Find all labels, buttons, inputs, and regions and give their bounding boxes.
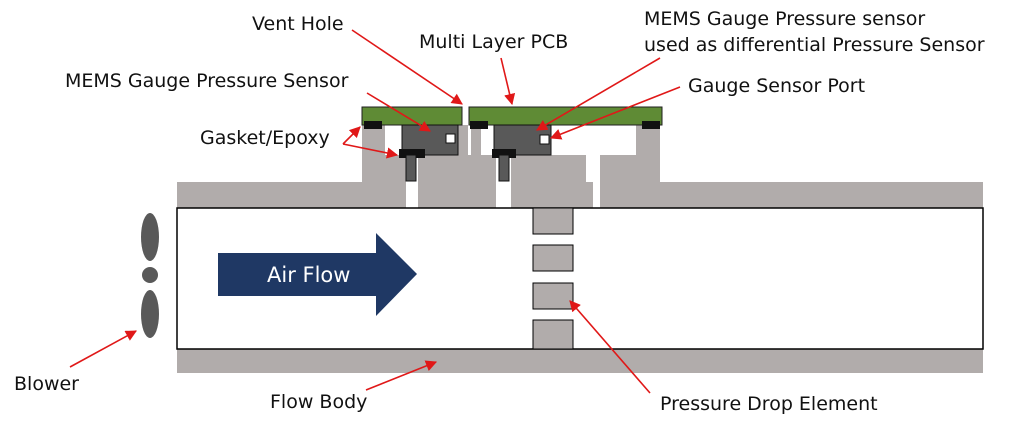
blower-blade-top	[141, 213, 159, 261]
label-gasket: Gasket/Epoxy	[200, 127, 330, 149]
center-pillar-right	[471, 125, 481, 155]
mounting-block	[362, 125, 660, 182]
sensor-cavity-wall-3	[511, 155, 586, 182]
pde-segment	[532, 319, 574, 350]
multi-layer-pcb	[361, 106, 663, 129]
sensor-nozzle	[498, 154, 510, 182]
flow-body-top-wall-left	[177, 182, 406, 208]
pde-segment	[532, 282, 574, 310]
leader-flow-body	[365, 360, 438, 391]
sensor-port	[539, 134, 550, 145]
sensor-cavity-wall-1	[385, 155, 406, 182]
label-mems-diff-line1: MEMS Gauge Pressure sensor	[644, 8, 925, 30]
pde-segment	[532, 244, 574, 272]
label-pressure-drop: Pressure Drop Element	[660, 393, 878, 415]
flow-body-top-wall-mid1	[418, 182, 496, 208]
leader-gauge-port	[549, 86, 681, 140]
sensor-cavity-wall-2	[418, 155, 496, 182]
sensor-port	[445, 133, 456, 144]
flow-body-bottom-wall	[177, 349, 983, 373]
blower-icon	[141, 213, 159, 338]
gasket-pad-3	[642, 121, 660, 129]
callout-labels: Vent Hole Multi Layer PCB MEMS Gauge Pre…	[14, 8, 985, 415]
leader-vent-hole	[351, 29, 463, 105]
blower-blade-bottom	[141, 290, 159, 338]
leader-pressure-drop	[569, 300, 651, 394]
sensor-nozzle	[405, 154, 417, 182]
gasket-block	[492, 149, 516, 158]
pcb-right	[468, 106, 663, 126]
flow-body-top-wall-right	[600, 182, 983, 208]
air-flow-label: Air Flow	[267, 263, 350, 287]
center-pillar-left	[458, 125, 468, 155]
air-flow-arrow: Air Flow	[218, 233, 417, 316]
air-flow-arrow-shape	[218, 233, 417, 316]
label-mems-gauge: MEMS Gauge Pressure Sensor	[65, 70, 349, 92]
pressure-drop-element	[532, 207, 574, 350]
leader-blower	[69, 330, 137, 368]
gasket-pad-1	[364, 121, 382, 129]
label-gauge-port: Gauge Sensor Port	[688, 75, 865, 97]
leader-mems-gauge	[366, 92, 431, 132]
leader-gasket-1	[342, 126, 361, 145]
label-blower: Blower	[14, 373, 79, 395]
flow-body-top-wall-mid2	[511, 182, 593, 208]
leader-gasket-2	[342, 143, 399, 159]
gasket-pad-2	[470, 121, 488, 129]
leader-arrows	[69, 29, 681, 394]
pde-segment	[532, 207, 574, 235]
label-multi-layer-pcb: Multi Layer PCB	[419, 31, 568, 53]
label-vent-hole: Vent Hole	[252, 13, 344, 35]
right-pillar	[636, 125, 660, 182]
blower-hub	[142, 267, 158, 283]
leader-mems-diff	[536, 57, 661, 131]
label-mems-diff-line2: used as differential Pressure Sensor	[644, 34, 985, 56]
gasket-block	[399, 149, 425, 158]
sensor-cavity-wall-4	[600, 155, 636, 182]
left-pillar	[362, 125, 385, 182]
leader-multi-layer-pcb	[500, 57, 516, 106]
label-flow-body: Flow Body	[270, 391, 367, 413]
